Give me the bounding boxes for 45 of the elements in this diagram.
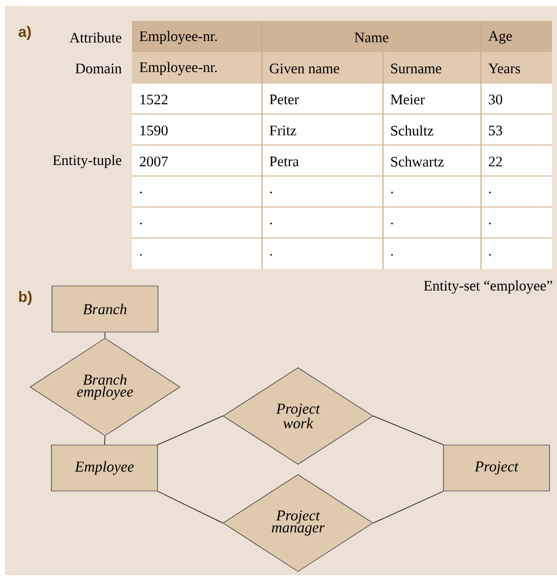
table-cell: Peter <box>262 84 383 114</box>
table-cell: . <box>262 238 383 269</box>
table-cell: . <box>481 238 552 269</box>
entity-box: Branch <box>52 286 158 332</box>
row-label: Domain <box>76 64 122 74</box>
table-cell: 1590 <box>132 114 262 144</box>
table-cell: . <box>383 176 481 206</box>
entity-box: Project <box>443 444 550 492</box>
table-cell: . <box>132 238 262 269</box>
table-cell: 1522 <box>132 84 262 114</box>
header-cell: Employee-nr. <box>132 21 262 52</box>
panel-letter: a) <box>18 26 31 40</box>
table-cell: 2007 <box>132 146 262 176</box>
table-cell: Petra <box>262 146 383 176</box>
connector-line <box>372 490 444 524</box>
row-label: Attribute <box>70 32 122 43</box>
header-cell: Years <box>481 52 552 83</box>
table-cell: . <box>132 176 262 206</box>
table-cell: 30 <box>481 84 552 114</box>
table-cell: . <box>481 208 552 238</box>
header-cell: Age <box>481 21 552 52</box>
table-cell: . <box>132 208 262 238</box>
connector-line <box>157 416 224 446</box>
connector-line <box>157 490 224 524</box>
table-cell: Schwartz <box>383 146 481 176</box>
table-cell: . <box>383 238 481 269</box>
table-cell: . <box>481 176 552 206</box>
table-cell: . <box>262 176 383 206</box>
table-cell: Meier <box>383 84 481 114</box>
table-caption: Entity-set “employee” <box>424 280 552 294</box>
panel-letter: b) <box>19 291 32 305</box>
header-cell: Given name <box>262 52 383 83</box>
table-cell: . <box>262 208 383 238</box>
connector-line <box>104 332 106 338</box>
table-cell: . <box>383 208 481 238</box>
table-cell: 22 <box>481 146 552 176</box>
table-cell: Fritz <box>262 114 383 144</box>
header-cell: Surname <box>383 52 481 83</box>
entity-box: Employee <box>51 444 158 492</box>
connector-line <box>372 416 444 446</box>
connector-line <box>104 436 106 446</box>
row-label: Entity-tuple <box>52 154 122 168</box>
table-cell: Schultz <box>383 114 481 144</box>
header-cell: Employee-nr. <box>132 52 262 83</box>
table-cell: 53 <box>481 114 552 144</box>
